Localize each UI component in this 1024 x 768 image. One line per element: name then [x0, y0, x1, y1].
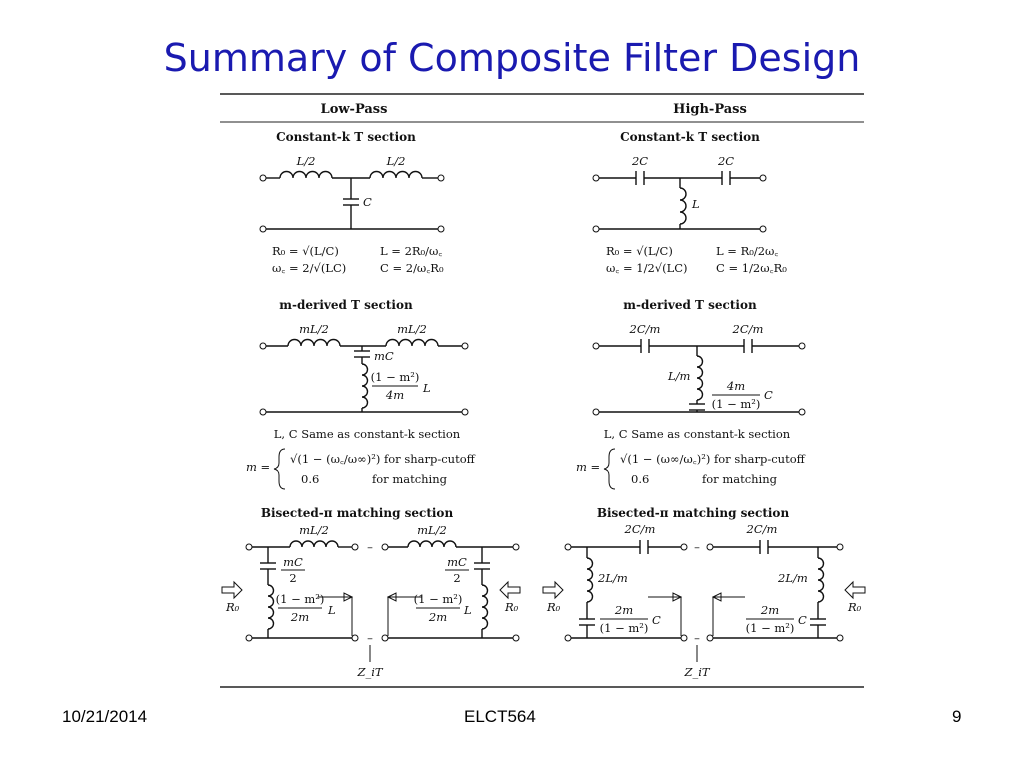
hp-bis-r0-left: R₀ — [546, 600, 561, 614]
lp-md-case2-txt: for matching — [372, 472, 448, 486]
hp-md-series-left-label: 2C/m — [629, 322, 661, 336]
hp-md-shunt-cap-sym: C — [764, 388, 773, 402]
hp-ck-eq1a: R₀ = √(L/C) — [606, 244, 673, 258]
hp-md-shunt-ind-label: L/m — [667, 369, 691, 383]
hp-ck-series-left-label: 2C — [631, 154, 648, 168]
hp-bis-series-left-label: 2C/m — [624, 522, 656, 536]
hp-m-derived-title: m-derived T section — [623, 298, 757, 312]
lp-bis-cap-den-right: 2 — [453, 571, 460, 585]
hp-md-m-eq: m = — [576, 460, 600, 474]
hp-md-same-note: L, C Same as constant-k section — [604, 427, 791, 441]
lp-bis-ind-den-right: 2m — [428, 610, 447, 624]
hp-bis-cap-den-left: (1 − m²) — [600, 621, 649, 635]
hp-bis-ind-left: 2L/m — [597, 571, 628, 585]
hp-md-shunt-cap-den: (1 − m²) — [712, 397, 761, 411]
lp-md-shunt-ind-sym: L — [422, 381, 431, 395]
lp-md-same-note: L, C Same as constant-k section — [274, 427, 461, 441]
lp-bis-cap-num-right: mC — [447, 555, 467, 569]
lp-md-case1: √(1 − (ω꜀/ω∞)²) for sharp-cutoff — [290, 452, 476, 466]
hp-constant-k-section: Constant-k T section 2C 2C L R₀ = √(L/C)… — [592, 130, 787, 275]
lp-constant-k-section: Constant-k T section L/2 L/2 C R₀ = √(L/… — [259, 130, 445, 275]
hp-ck-series-right-label: 2C — [717, 154, 734, 168]
hp-bis-cap-den-right: (1 − m²) — [746, 621, 795, 635]
lp-ck-eq2a: ω꜀ = 2/√(LC) — [272, 261, 346, 275]
hp-bis-cap-sym-right: C — [798, 613, 807, 627]
hp-constant-k-title: Constant-k T section — [620, 130, 760, 144]
hp-ck-eq2b: C = 1/2ω꜀R₀ — [716, 261, 787, 275]
lp-bis-series-right-label: mL/2 — [417, 523, 447, 537]
lp-bis-cap-den-left: 2 — [289, 571, 296, 585]
lp-bis-zit-label: Z_iT — [356, 665, 383, 679]
lp-ck-series-right-label: L/2 — [386, 154, 406, 168]
lp-md-shunt-ind-den: 4m — [385, 388, 404, 402]
footer-course: ELCT564 — [464, 707, 536, 726]
hp-bisected-section: Bisected-π matching section – – — [542, 506, 866, 679]
hp-bis-series-right-label: 2C/m — [746, 522, 778, 536]
lp-ck-eq1a: R₀ = √(L/C) — [272, 244, 339, 258]
hp-bis-cap-num-right: 2m — [760, 603, 779, 617]
lp-bis-ind-sym-right: L — [463, 603, 472, 617]
hp-ck-shunt-label: L — [691, 197, 700, 211]
hp-bis-ind-right: 2L/m — [777, 571, 808, 585]
hp-bis-cap-num-left: 2m — [614, 603, 633, 617]
lp-bisected-title: Bisected-π matching section — [261, 506, 454, 520]
lp-constant-k-title: Constant-k T section — [276, 130, 416, 144]
lp-md-series-right-label: mL/2 — [397, 322, 427, 336]
lp-bis-ind-sym-left: L — [327, 603, 336, 617]
lp-bisected-section: Bisected-π matching section – – — [221, 506, 521, 679]
svg-text:–: – — [367, 631, 373, 645]
lp-md-shunt-cap-label: mC — [374, 349, 394, 363]
hp-bisected-title: Bisected-π matching section — [597, 506, 790, 520]
lp-m-derived-title: m-derived T section — [279, 298, 413, 312]
lp-md-case2-val: 0.6 — [301, 472, 319, 486]
lp-bis-r0-right: R₀ — [504, 600, 519, 614]
hp-md-series-right-label: 2C/m — [732, 322, 764, 336]
hp-ck-eq2a: ω꜀ = 1/2√(LC) — [606, 261, 688, 275]
lp-ck-eq1b: L = 2R₀/ω꜀ — [380, 244, 442, 258]
lp-bis-ind-den-left: 2m — [290, 610, 309, 624]
high-pass-header: High-Pass — [673, 102, 747, 117]
hp-bis-zit-label: Z_iT — [683, 665, 710, 679]
footer-date: 10/21/2014 — [62, 707, 148, 726]
hp-bis-cap-sym-left: C — [652, 613, 661, 627]
hp-md-shunt-cap-num: 4m — [726, 379, 745, 393]
hp-md-case2-txt: for matching — [702, 472, 778, 486]
lp-bis-ind-num-left: (1 − m²) — [276, 592, 325, 606]
lp-bis-series-left-label: mL/2 — [299, 523, 329, 537]
hp-bis-r0-right: R₀ — [847, 600, 862, 614]
low-pass-header: Low-Pass — [321, 102, 388, 117]
lp-md-series-left-label: mL/2 — [299, 322, 329, 336]
lp-bis-ind-num-right: (1 − m²) — [414, 592, 463, 606]
lp-ck-shunt-label: C — [363, 195, 372, 209]
svg-text:–: – — [694, 631, 700, 645]
lp-md-shunt-ind-num: (1 − m²) — [371, 370, 420, 384]
footer-page-number: 9 — [952, 707, 962, 726]
lp-bis-cap-num-left: mC — [283, 555, 303, 569]
lp-ck-series-left-label: L/2 — [296, 154, 316, 168]
slide-title: Summary of Composite Filter Design — [163, 36, 861, 80]
svg-text:–: – — [367, 540, 373, 554]
lp-md-m-eq: m = — [246, 460, 270, 474]
hp-md-case1: √(1 − (ω∞/ω꜀)²) for sharp-cutoff — [620, 452, 806, 466]
svg-text:–: – — [694, 540, 700, 554]
hp-m-derived-section: m-derived T section 2C/m 2C/m L/m 4m (1 … — [576, 298, 806, 490]
lp-bis-r0-left: R₀ — [225, 600, 240, 614]
hp-md-case2-val: 0.6 — [631, 472, 649, 486]
lp-ck-eq2b: C = 2/ω꜀R₀ — [380, 261, 444, 275]
hp-ck-eq1b: L = R₀/2ω꜀ — [716, 244, 778, 258]
lp-m-derived-section: m-derived T section mL/2 mL/2 mC (1 − m²… — [246, 298, 476, 490]
filter-design-table: Low-Pass High-Pass Constant-k T section … — [220, 93, 866, 688]
